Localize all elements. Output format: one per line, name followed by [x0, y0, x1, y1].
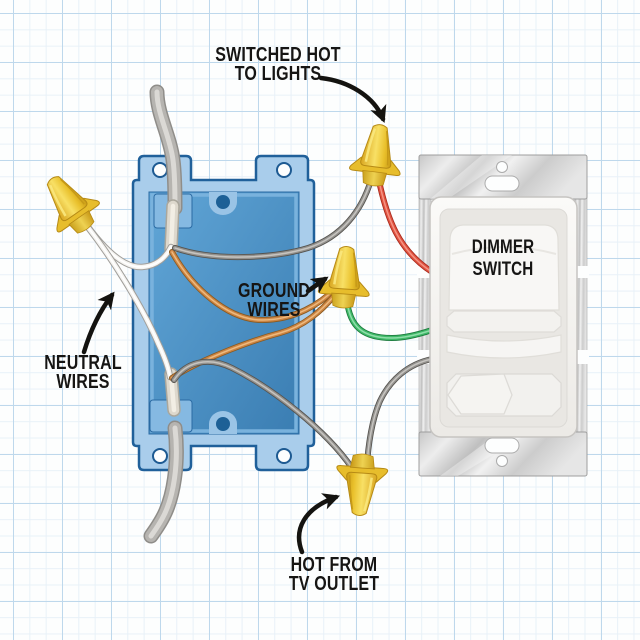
arrow-switched-hot	[318, 75, 387, 123]
arrow-ground	[305, 276, 329, 294]
switch-rocker-band-2	[446, 334, 562, 359]
label-dimmer-switch: DIMMER SWITCH	[472, 237, 535, 281]
box-screw-hole	[276, 162, 292, 178]
label-line: NEUTRAL	[44, 352, 122, 374]
label-line: SWITCHED HOT	[215, 44, 341, 66]
strap-slot-bottom	[484, 437, 520, 454]
arrow-neutral	[81, 291, 115, 355]
strap-screw-hole-bottom	[496, 455, 508, 467]
panel-arch-line	[451, 246, 557, 255]
box-boss-hole-bottom	[216, 417, 230, 431]
label-line: WIRES	[56, 371, 110, 393]
switch-rocker-band-1	[446, 310, 562, 333]
label-line: SWITCH	[472, 259, 534, 280]
label-line: GROUND	[237, 280, 311, 302]
box-screw-hole	[152, 162, 168, 178]
arrow-hot-tv	[296, 493, 341, 555]
box-screw-hole	[152, 448, 168, 464]
top-cable-sheath-end	[171, 206, 173, 249]
wire-nut-hot-tv	[332, 451, 390, 519]
label-hot-from-tv-outlet: HOT FROM TV OUTLET	[288, 554, 380, 595]
label-neutral-wires: NEUTRAL WIRES	[44, 352, 122, 393]
switch-mounting-strap	[417, 154, 589, 477]
dimmer-switch-body	[429, 196, 578, 438]
switch-top-panel	[448, 224, 560, 311]
label-ground-wires: GROUND WIRES	[237, 280, 311, 321]
label-arrows	[81, 75, 387, 555]
label-line: DIMMER	[471, 237, 535, 258]
wire-nut-switched-hot	[346, 120, 407, 191]
box-boss-hole-top	[216, 195, 230, 209]
strap-screw-hole-top	[496, 161, 508, 173]
slider-facet	[447, 373, 513, 415]
label-line: HOT FROM	[290, 554, 378, 576]
strap-slot-top	[484, 175, 520, 192]
label-line: TV OUTLET	[288, 573, 380, 595]
label-switched-hot-to-lights: SWITCHED HOT TO LIGHTS	[215, 44, 341, 85]
strap-rail-left	[418, 196, 432, 436]
label-line: WIRES	[247, 299, 301, 321]
wire-nut-neutral	[29, 162, 110, 245]
label-line: TO LIGHTS	[234, 63, 322, 85]
box-screw-hole	[276, 448, 292, 464]
strap-streak	[430, 155, 512, 199]
